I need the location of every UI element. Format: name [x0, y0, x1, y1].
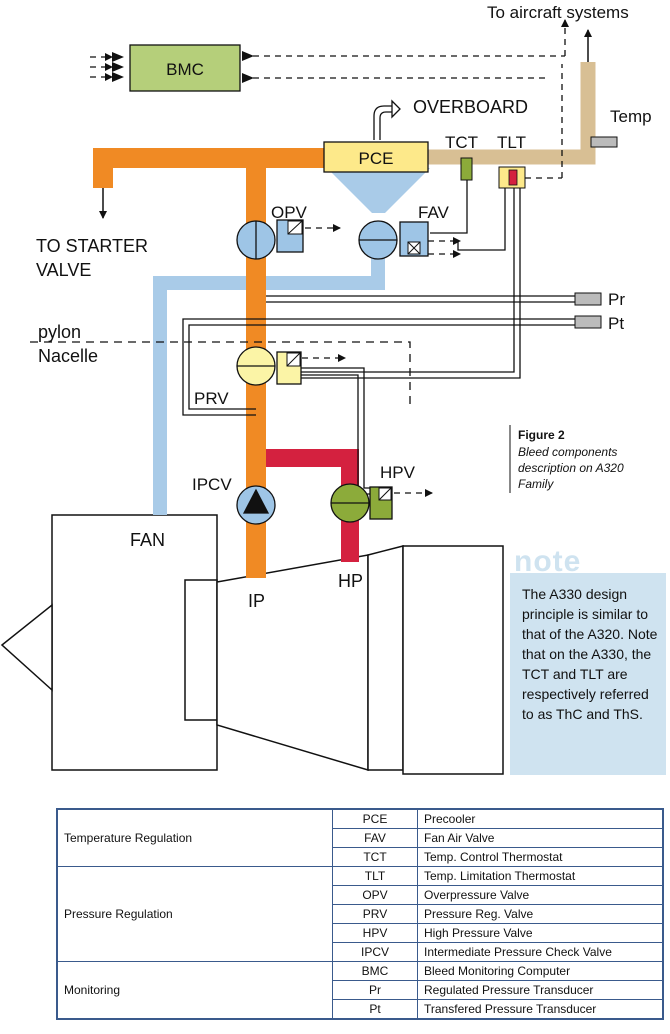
note-box	[510, 573, 666, 775]
label-pr: Pr	[608, 290, 625, 309]
label-fav: FAV	[418, 203, 450, 222]
legend-desc: Temp. Control Thermostat	[417, 847, 664, 867]
legend-abbr: PRV	[332, 904, 418, 924]
label-hp: HP	[338, 571, 363, 591]
overboard-arrow-icon	[373, 99, 401, 140]
prv-valve[interactable]	[236, 346, 302, 386]
sense-lines	[182, 180, 575, 495]
note-text: The A330 design principle is similar to …	[522, 586, 658, 722]
legend-group-name: Temperature Regulation	[56, 808, 333, 867]
pylon-boundary	[30, 341, 411, 410]
bleed-system-diagram: BMC PCE	[0, 3, 652, 775]
label-nacelle: Nacelle	[38, 346, 98, 366]
legend-abbr: TCT	[332, 847, 418, 867]
engine-outline	[0, 514, 504, 775]
legend-desc: Transfered Pressure Transducer	[417, 999, 664, 1020]
fav-valve[interactable]	[358, 220, 429, 260]
label-ipcv: IPCV	[192, 475, 232, 494]
note-heading: note	[514, 545, 582, 578]
legend-desc: Overpressure Valve	[417, 885, 664, 905]
legend-abbr: Pt	[332, 999, 418, 1020]
label-pylon: pylon	[38, 322, 81, 342]
legend-abbr: HPV	[332, 923, 418, 943]
legend-desc: Intermediate Pressure Check Valve	[417, 942, 664, 962]
legend-abbr: IPCV	[332, 942, 418, 962]
legend-desc: Regulated Pressure Transducer	[417, 980, 664, 1000]
legend-abbr: BMC	[332, 961, 418, 981]
legend-desc: Temp. Limitation Thermostat	[417, 866, 664, 886]
legend-desc: Bleed Monitoring Computer	[417, 961, 664, 981]
bmc-input-arrows	[112, 51, 254, 83]
legend-abbr: FAV	[332, 828, 418, 848]
tlt-sensor[interactable]	[498, 166, 526, 189]
legend-group-name: Pressure Regulation	[56, 866, 333, 962]
label-to-starter-2: VALVE	[36, 260, 91, 280]
legend-desc: High Pressure Valve	[417, 923, 664, 943]
legend-desc: Pressure Reg. Valve	[417, 904, 664, 924]
label-to-aircraft: To aircraft systems	[487, 3, 629, 22]
legend-abbr: Pr	[332, 980, 418, 1000]
label-fan: FAN	[130, 530, 165, 550]
pr-transducer[interactable]	[574, 292, 602, 306]
label-prv: PRV	[194, 389, 229, 408]
pce-label: PCE	[359, 149, 394, 168]
legend-abbr: PCE	[332, 808, 418, 829]
label-tct: TCT	[445, 133, 478, 152]
label-temp: Temp	[610, 107, 652, 126]
figure-title: Figure 2	[518, 428, 565, 442]
legend-abbr: TLT	[332, 866, 418, 886]
legend-abbr: OPV	[332, 885, 418, 905]
label-overboard: OVERBOARD	[413, 97, 528, 117]
hpv-valve[interactable]	[330, 483, 393, 523]
legend-group-name: Monitoring	[56, 961, 333, 1020]
opv-valve[interactable]	[236, 219, 304, 260]
figure-caption: Bleed components description on A320 Fam…	[518, 445, 624, 491]
legend-desc: Precooler	[417, 808, 664, 829]
temp-sensor[interactable]	[590, 136, 618, 148]
outlet-duct	[424, 62, 596, 165]
pce-box[interactable]: PCE	[323, 141, 429, 173]
label-to-starter-1: TO STARTER	[36, 236, 148, 256]
label-tlt: TLT	[497, 133, 526, 152]
pt-transducer[interactable]	[574, 315, 602, 329]
label-pt: Pt	[608, 314, 624, 333]
bmc-box[interactable]: BMC	[129, 44, 241, 92]
label-ip: IP	[248, 591, 265, 611]
legend-desc: Fan Air Valve	[417, 828, 664, 848]
ipcv-valve[interactable]	[236, 485, 276, 525]
tct-sensor[interactable]	[460, 157, 473, 181]
label-opv: OPV	[271, 203, 308, 222]
bmc-signals	[90, 19, 569, 497]
label-hpv: HPV	[380, 463, 416, 482]
hp-duct	[266, 449, 359, 562]
bmc-label: BMC	[166, 60, 204, 79]
diagram-labels: To aircraft systems OVERBOARD Temp TCT T…	[36, 3, 652, 611]
